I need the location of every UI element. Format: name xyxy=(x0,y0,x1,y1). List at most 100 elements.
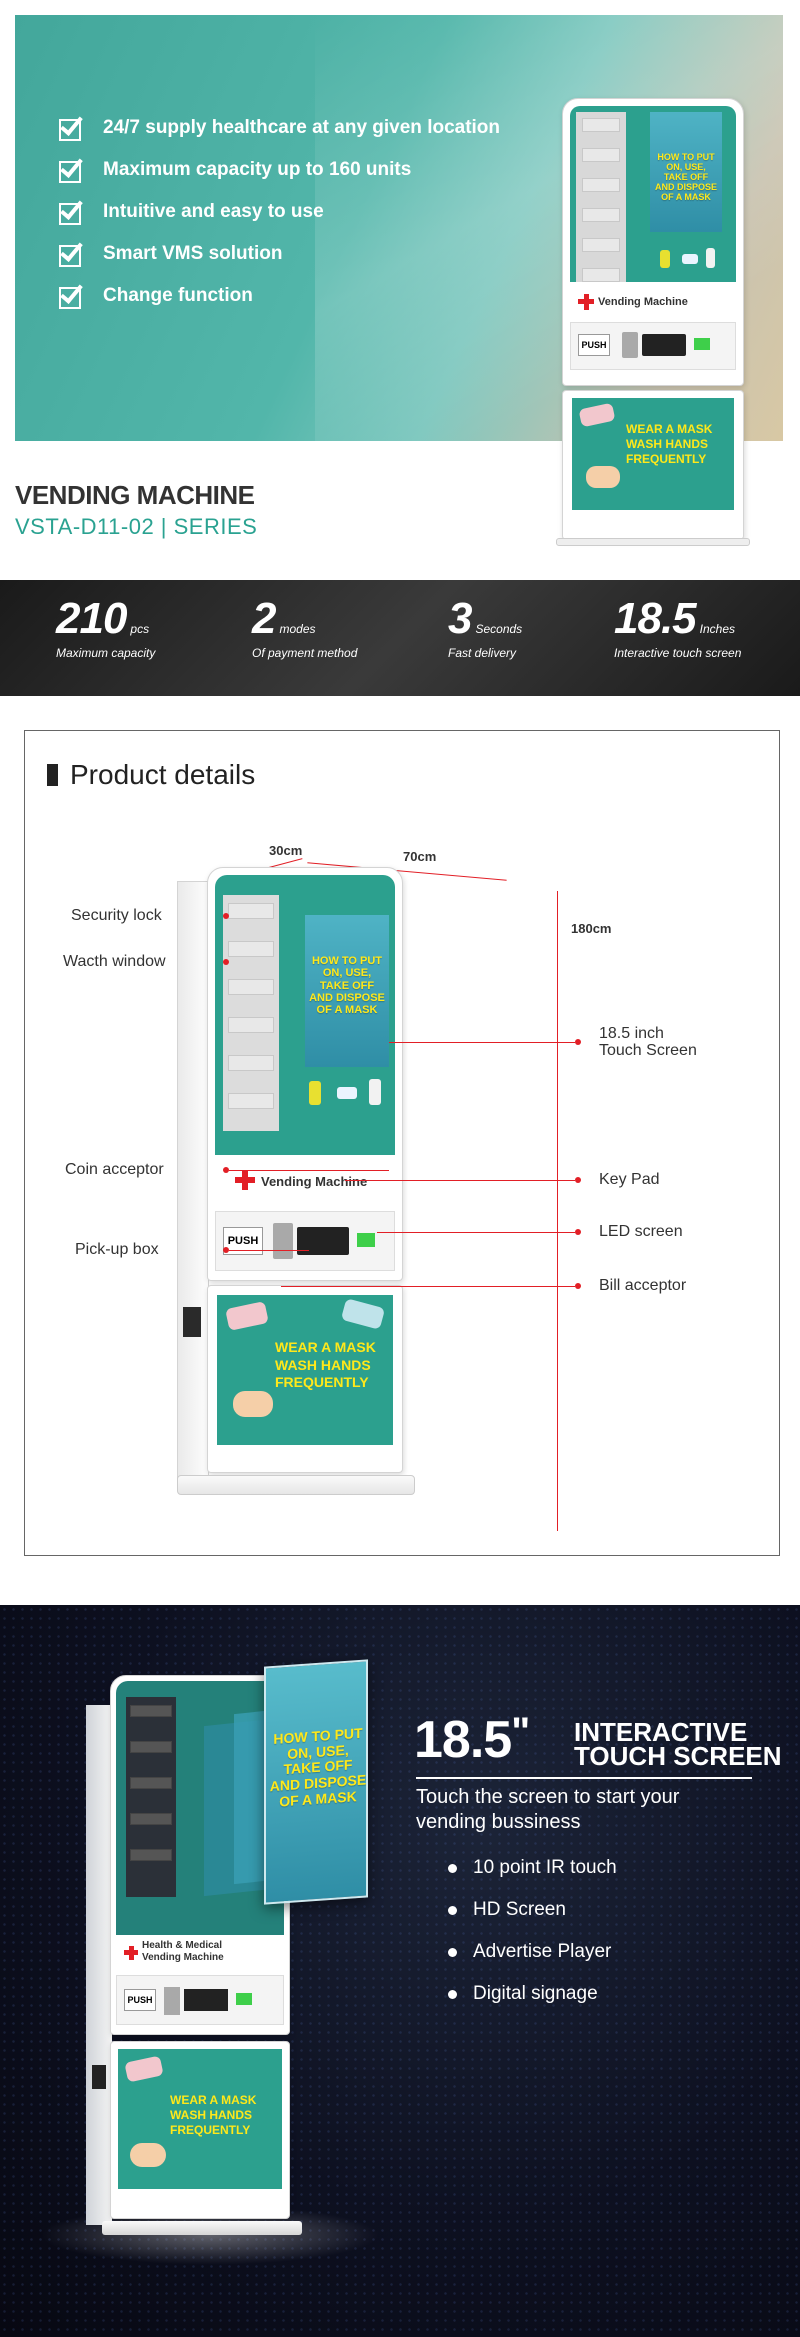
feature-item: Intuitive and easy to use xyxy=(59,191,500,233)
product-details-section: Product details 30cm 70cm 180cm HOW TO P… xyxy=(24,730,780,1556)
brand-label: Vending Machine xyxy=(261,1174,368,1189)
callout-dot xyxy=(223,1167,229,1173)
callout-line xyxy=(281,1286,575,1287)
machine-side-panel xyxy=(177,881,209,1481)
screen-line: AND DISPOSE xyxy=(309,991,385,1004)
screen-line: TAKE OFF xyxy=(663,172,709,183)
screen-line: HOW TO PUT xyxy=(311,955,383,967)
callout-security-lock: Security lock xyxy=(71,907,162,924)
push-button[interactable]: PUSH xyxy=(124,1989,156,2011)
feature-text: Change function xyxy=(103,285,253,306)
mask-illustration xyxy=(578,402,616,428)
pickup-slot[interactable] xyxy=(92,2065,106,2089)
panel-line: WASH HANDS xyxy=(170,2108,253,2122)
touch-screen-section: Health & Medical Vending Machine PUSH WE… xyxy=(0,1605,800,2337)
callout-dot xyxy=(575,1177,581,1183)
screen-size-headline: 18.5" xyxy=(414,1710,530,1770)
bullet-text: HD Screen xyxy=(473,1899,566,1920)
detail-machine: HOW TO PUT ON, USE, TAKE OFF AND DISPOSE… xyxy=(177,867,415,1507)
page-subtitle: VSTA-D11-02 | SERIES xyxy=(15,514,258,539)
callout-dot xyxy=(223,959,229,965)
feature-text: 24/7 supply healthcare at any given loca… xyxy=(103,117,501,138)
callout-coin-acceptor: Coin acceptor xyxy=(65,1161,164,1178)
feature-item: Maximum capacity up to 160 units xyxy=(59,149,500,191)
touch-screen[interactable]: HOW TO PUT ON, USE, TAKE OFF AND DISPOSE… xyxy=(305,915,389,1067)
section-title: Product details xyxy=(70,759,256,790)
machine-side-panel xyxy=(86,1705,112,2225)
bill-acceptor[interactable] xyxy=(273,1223,293,1259)
callout-dot xyxy=(223,913,229,919)
push-button[interactable]: PUSH xyxy=(578,334,610,356)
feature-item: Smart VMS solution xyxy=(59,233,500,275)
description-line1: Touch the screen to start your xyxy=(416,1786,680,1808)
bill-acceptor[interactable] xyxy=(164,1987,180,2015)
panel-line: WASH HANDS xyxy=(275,1356,371,1373)
screen-line: ON, USE, xyxy=(666,162,706,173)
hands-illustration xyxy=(130,2143,166,2167)
bullet-item: Digital signage xyxy=(448,1983,598,2005)
mask-illustration xyxy=(225,1301,269,1331)
description-line2: vending bussiness xyxy=(416,1811,581,1833)
stat-unit: Inches xyxy=(699,622,735,636)
bullet-item: HD Screen xyxy=(448,1899,566,1921)
panel-line: FREQUENTLY xyxy=(275,1374,369,1390)
red-cross-icon xyxy=(128,1945,134,1960)
stat-label: Of payment method xyxy=(252,646,358,660)
led-screen xyxy=(694,338,710,350)
dimension-width: 70cm xyxy=(403,849,437,864)
callout-touch-screen: 18.5 inch Touch Screen xyxy=(599,1025,697,1059)
machine-base xyxy=(177,1475,415,1495)
keypad[interactable] xyxy=(184,1989,228,2011)
bullet-icon xyxy=(448,1947,457,1957)
machine-base xyxy=(102,2221,302,2235)
stat-label: Fast delivery xyxy=(448,646,517,660)
bullet-icon xyxy=(448,1905,457,1915)
bottom-ad-panel: WEAR A MASK WASH HANDS FREQUENTLY xyxy=(118,2049,282,2189)
screen-line: ON, USE, xyxy=(322,967,372,980)
stat-label: Maximum capacity xyxy=(56,646,156,660)
height-dimension-line xyxy=(557,891,558,1531)
headline-line2: TOUCH SCREEN xyxy=(574,1741,782,1771)
stat-unit: pcs xyxy=(130,622,150,636)
feature-item: 24/7 supply healthcare at any given loca… xyxy=(59,107,500,149)
callout-pickup-box: Pick-up box xyxy=(75,1241,159,1258)
touch-screen[interactable]: HOW TO PUT ON, USE, TAKE OFF AND DISPOSE… xyxy=(650,112,722,232)
panel-line: WEAR A MASK xyxy=(275,1339,376,1355)
mask-illustration xyxy=(124,2055,164,2083)
brand-strip xyxy=(570,282,736,316)
bullet-icon xyxy=(448,1863,457,1873)
exploded-machine: Health & Medical Vending Machine PUSH WE… xyxy=(86,1659,386,2235)
hero-machine: HOW TO PUT ON, USE, TAKE OFF AND DISPOSE… xyxy=(556,98,750,546)
screen-line: OF A MASK xyxy=(661,192,711,203)
headline-line1: INTERACTIVE xyxy=(574,1717,748,1747)
bottom-ad-panel: WEAR A MASK WASH HANDS FREQUENTLY xyxy=(572,398,734,510)
keypad[interactable] xyxy=(642,334,686,356)
stat-label: Interactive touch screen xyxy=(614,646,742,660)
screen-size-value: 18.5 xyxy=(414,1711,512,1769)
stat-unit: modes xyxy=(279,622,316,636)
bottom-ad-panel: WEAR A MASK WASH HANDS FREQUENTLY xyxy=(217,1295,393,1445)
hands-illustration xyxy=(233,1391,273,1417)
dimension-depth: 30cm xyxy=(269,843,303,858)
watch-window xyxy=(223,895,279,1131)
callout-led-screen: LED screen xyxy=(599,1223,683,1240)
screen-line: HOW TO PUT xyxy=(657,152,715,162)
callout-line xyxy=(229,1250,309,1251)
panel-line: WEAR A MASK xyxy=(626,422,713,436)
bullet-icon xyxy=(448,1989,457,1999)
inch-mark: " xyxy=(511,1710,530,1754)
watch-window xyxy=(576,112,626,288)
screen-description: Touch the screen to start your vending b… xyxy=(416,1785,679,1835)
panel-line: WASH HANDS xyxy=(626,437,709,451)
feature-item: Change function xyxy=(59,275,500,317)
floating-touch-screen[interactable]: HOW TO PUT ON, USE, TAKE OFF AND DISPOSE… xyxy=(264,1659,368,1905)
hands-illustration xyxy=(586,466,620,488)
stat-value: 2 xyxy=(252,594,277,643)
dimension-height: 180cm xyxy=(571,921,612,936)
bill-acceptor[interactable] xyxy=(622,332,638,358)
pickup-slot[interactable] xyxy=(183,1307,201,1337)
led-screen xyxy=(236,1993,252,2005)
